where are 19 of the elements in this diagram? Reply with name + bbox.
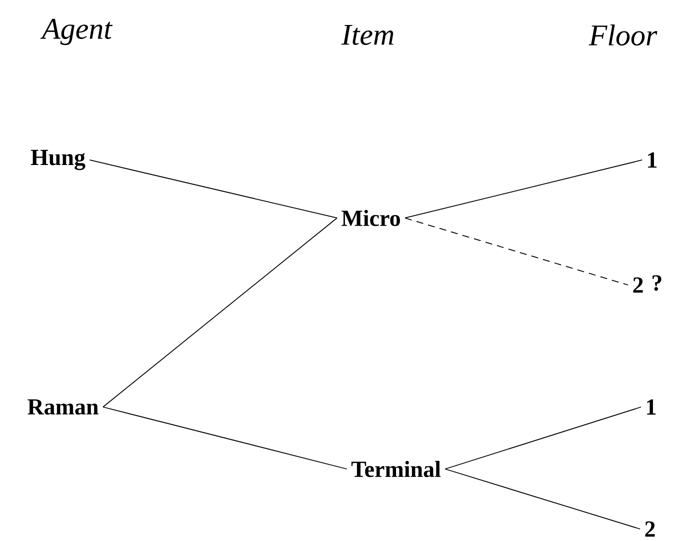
question-mark: ? <box>652 275 662 291</box>
column-heading: Floor <box>588 24 658 46</box>
column-heading: Item <box>341 25 394 45</box>
connector-line <box>444 468 640 530</box>
node-label: Terminal <box>351 460 441 478</box>
node-label: 1 <box>647 399 656 415</box>
connector-line <box>404 160 642 218</box>
connector-line <box>102 218 338 408</box>
column-heading: Agent <box>40 18 113 46</box>
node-label: Micro <box>342 210 400 226</box>
node-label: Raman <box>28 399 98 415</box>
connector-line <box>444 406 642 470</box>
connector-line <box>89 160 338 218</box>
node-label: Hung <box>30 150 86 170</box>
node-label: 1 <box>648 152 657 168</box>
dashed-line <box>404 218 628 286</box>
connector-line <box>102 406 348 470</box>
node-label: 2 <box>633 277 643 293</box>
node-label: 2 <box>645 521 655 537</box>
